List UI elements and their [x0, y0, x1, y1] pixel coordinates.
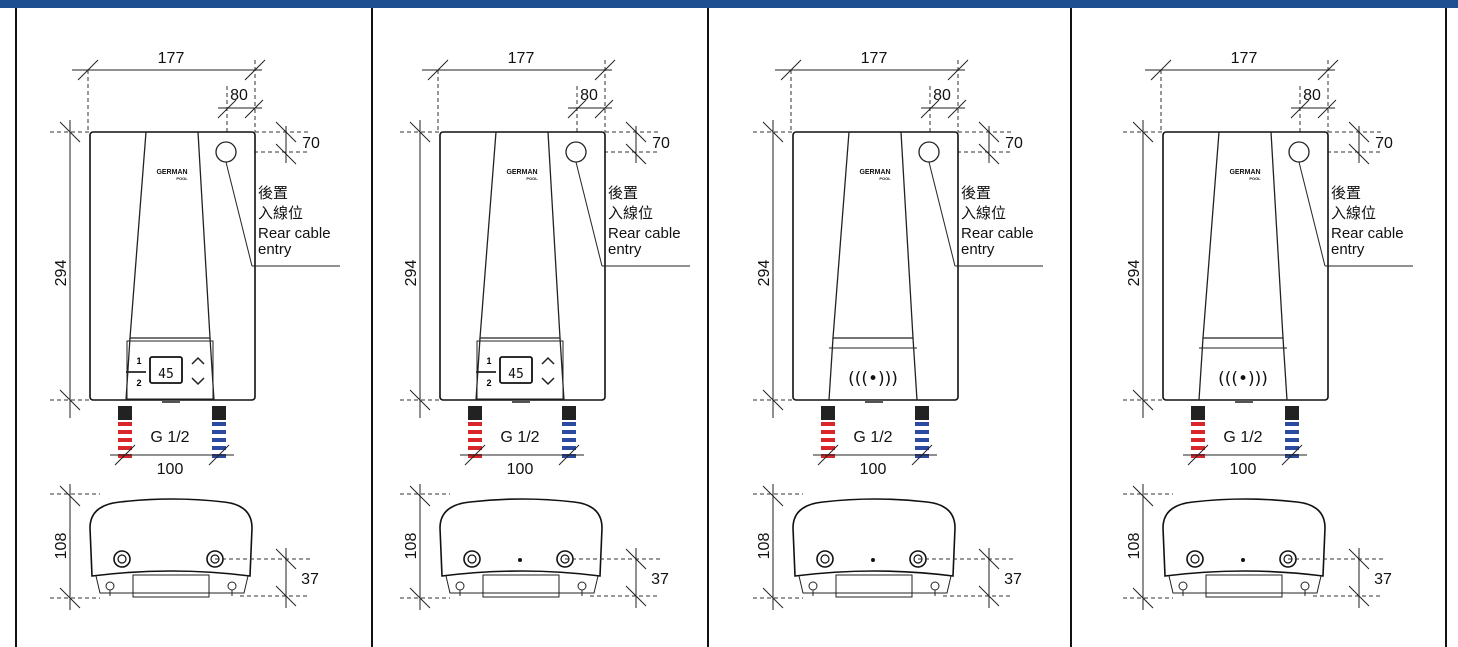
- offset-x-dim: 80: [230, 87, 248, 104]
- bottom-view-body: [89, 498, 253, 577]
- rear-entry-cn-1: 後置: [961, 184, 991, 202]
- cold-pipe-fitting: [915, 406, 929, 420]
- height-dim: 294: [756, 260, 773, 287]
- offset-y-dim: 70: [302, 135, 320, 152]
- rear-entry-en-2: entry: [258, 241, 292, 258]
- hot-pipe-fitting: [1191, 406, 1205, 420]
- button-2-label: 2: [136, 378, 141, 388]
- brand-logo-sub: POOL: [879, 176, 891, 181]
- rear-entry-en-1: Rear cable: [258, 225, 331, 242]
- control-panel: [126, 340, 214, 400]
- rear-entry-cn-2: 入線位: [258, 204, 303, 222]
- display-value: 45: [158, 367, 174, 382]
- hot-pipe-fitting: [468, 406, 482, 420]
- rear-entry-en-2: entry: [1331, 241, 1365, 258]
- divider: [371, 8, 373, 647]
- offset-y-dim: 70: [652, 135, 670, 152]
- brand-logo: GERMAN: [1229, 169, 1260, 176]
- rear-entry-en-1: Rear cable: [608, 225, 681, 242]
- rear-entry-cn-1: 後置: [258, 184, 288, 202]
- brand-logo-sub: POOL: [176, 176, 188, 181]
- width-dim: 177: [508, 50, 535, 67]
- rear-entry-cn-2: 入線位: [608, 204, 653, 222]
- display-screen: [149, 356, 183, 384]
- bottom-view-body: [439, 498, 603, 577]
- depth-pipe-dim: 37: [1004, 571, 1022, 588]
- down-arrow-icon: [541, 377, 555, 386]
- thread-size-label: G 1/2: [1223, 429, 1262, 446]
- display-value: 45: [508, 367, 524, 382]
- offset-x-dim: 80: [1303, 87, 1321, 104]
- height-dim: 294: [403, 260, 420, 287]
- header-bar: [0, 0, 1458, 8]
- hot-pipe-fitting: [118, 406, 132, 420]
- down-arrow-icon: [191, 377, 205, 386]
- pipe-spacing-dim: 100: [860, 461, 887, 478]
- depth-pipe-dim: 37: [301, 571, 319, 588]
- button-2-label: 2: [486, 378, 491, 388]
- cold-pipe-fitting: [562, 406, 576, 420]
- brand-logo: GERMAN: [506, 169, 537, 176]
- depth-dim: 108: [53, 533, 70, 560]
- divider: [1070, 8, 1072, 647]
- depth-dim: 108: [756, 533, 773, 560]
- height-dim: 294: [1126, 260, 1143, 287]
- up-arrow-icon: [191, 356, 205, 365]
- divider: [707, 8, 709, 647]
- pipe-spacing-dim: 100: [1230, 461, 1257, 478]
- rear-entry-en-1: Rear cable: [961, 225, 1034, 242]
- depth-pipe-dim: 37: [651, 571, 669, 588]
- bottom-view-body: [1162, 498, 1326, 577]
- pipe-spacing-dim: 100: [507, 461, 534, 478]
- depth-dim: 108: [403, 533, 420, 560]
- rear-entry-cn-1: 後置: [1331, 184, 1361, 202]
- width-dim: 177: [158, 50, 185, 67]
- rear-entry-en-2: entry: [961, 241, 995, 258]
- width-dim: 177: [1231, 50, 1258, 67]
- width-dim: 177: [861, 50, 888, 67]
- brand-logo: GERMAN: [156, 169, 187, 176]
- depth-pipe-dim: 37: [1374, 571, 1392, 588]
- control-panel: [476, 340, 564, 400]
- display-screen: [499, 356, 533, 384]
- button-1-label: 1: [486, 356, 491, 366]
- thread-size-label: G 1/2: [150, 429, 189, 446]
- brand-logo: GERMAN: [859, 169, 890, 176]
- divider: [15, 8, 17, 647]
- offset-y-dim: 70: [1375, 135, 1393, 152]
- offset-x-dim: 80: [933, 87, 951, 104]
- up-arrow-icon: [541, 356, 555, 365]
- thread-size-label: G 1/2: [853, 429, 892, 446]
- bottom-view-body: [792, 498, 956, 577]
- height-dim: 294: [53, 260, 70, 287]
- wireless-icon: (((•))): [848, 369, 898, 389]
- rear-entry-en-1: Rear cable: [1331, 225, 1404, 242]
- offset-y-dim: 70: [1005, 135, 1023, 152]
- offset-x-dim: 80: [580, 87, 598, 104]
- pipe-spacing-dim: 100: [157, 461, 184, 478]
- rear-entry-cn-2: 入線位: [961, 204, 1006, 222]
- button-1-label: 1: [136, 356, 141, 366]
- cold-pipe-fitting: [212, 406, 226, 420]
- cold-pipe-fitting: [1285, 406, 1299, 420]
- rear-entry-cn-2: 入線位: [1331, 204, 1376, 222]
- brand-logo-sub: POOL: [526, 176, 538, 181]
- depth-dim: 108: [1126, 533, 1143, 560]
- rear-entry-en-2: entry: [608, 241, 642, 258]
- thread-size-label: G 1/2: [500, 429, 539, 446]
- wireless-icon: (((•))): [1218, 369, 1268, 389]
- brand-logo-sub: POOL: [1249, 176, 1261, 181]
- divider: [1445, 8, 1447, 647]
- hot-pipe-fitting: [821, 406, 835, 420]
- rear-entry-cn-1: 後置: [608, 184, 638, 202]
